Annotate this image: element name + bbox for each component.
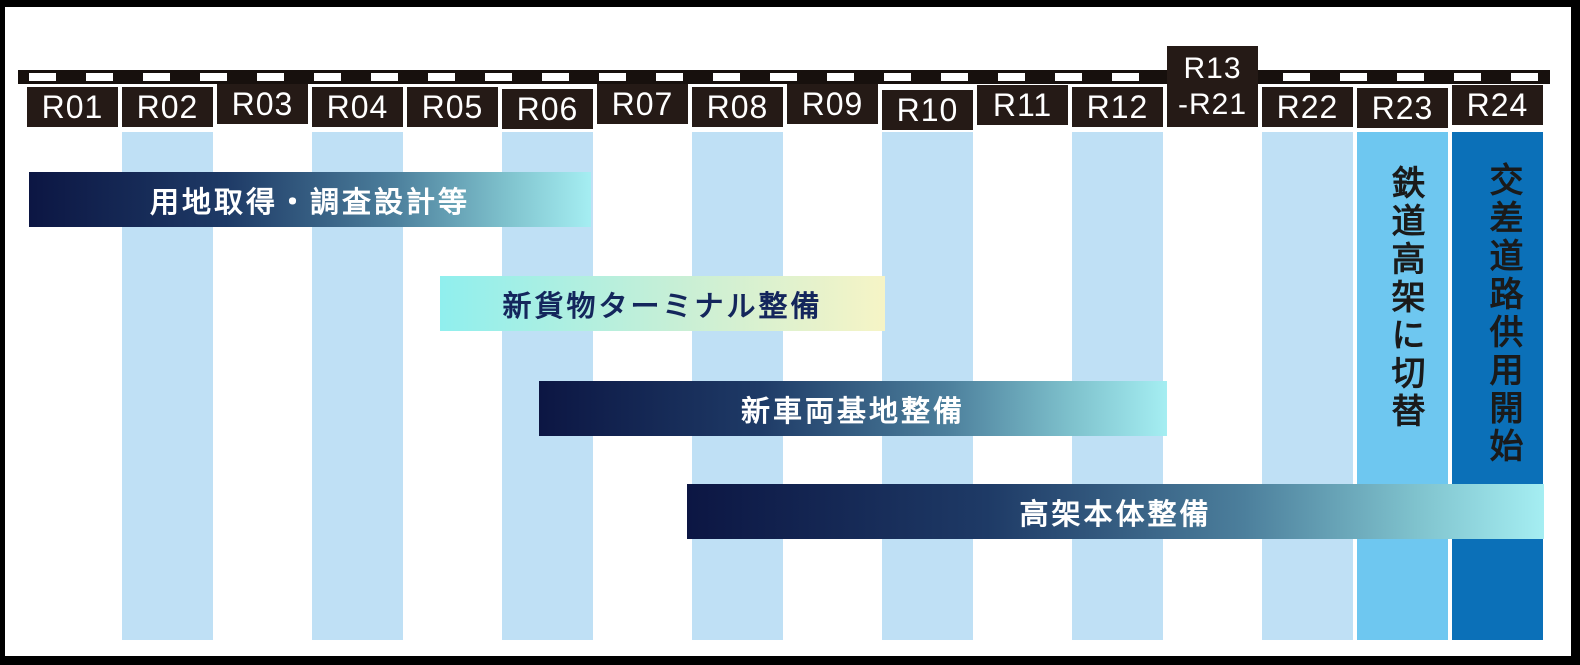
railway-track-icon: [18, 70, 1550, 84]
task-bar-label: 新車両基地整備: [740, 395, 965, 428]
year-label-r04: R04: [312, 87, 403, 127]
frame-border-top: [0, 0, 1580, 7]
milestone-label-road-opening: 交差道路供用開始: [1484, 162, 1522, 466]
frame-border-left: [0, 0, 5, 665]
year-column-stripe-r23: [1357, 132, 1448, 640]
frame-border-bottom: [0, 656, 1580, 665]
year-label-r12: R12: [1072, 87, 1163, 127]
task-bar-label: 新貨物ターミナル整備: [502, 290, 823, 323]
year-label-r10: R10: [882, 90, 973, 130]
year-label-r06: R06: [502, 89, 593, 129]
year-column-stripe-r24: [1452, 132, 1543, 640]
year-label-r22: R22: [1262, 87, 1353, 127]
year-label-r07: R07: [597, 84, 688, 124]
milestone-label-switch-to-elevated: 鉄道高架に切替: [1386, 165, 1424, 431]
year-label-r01: R01: [27, 87, 118, 127]
year-label-r23: R23: [1357, 88, 1448, 128]
year-label-r03: R03: [217, 84, 308, 124]
year-label-r08: R08: [692, 87, 783, 127]
year-label-r13-r21: R13 -R21: [1167, 46, 1258, 127]
year-label-r24: R24: [1452, 85, 1543, 125]
task-bar-label: 高架本体整備: [1019, 498, 1212, 531]
task-bar-land-acquisition: 用地取得・調査設計等: [29, 172, 591, 227]
year-label-r09: R09: [787, 84, 878, 124]
task-bar-viaduct-main: 高架本体整備: [687, 484, 1544, 539]
year-column-stripe-r22: [1262, 132, 1353, 640]
year-label-r02: R02: [122, 87, 213, 127]
year-label-r11: R11: [977, 85, 1068, 125]
task-bar-rolling-stock-depot: 新車両基地整備: [539, 381, 1167, 436]
task-bar-freight-terminal: 新貨物ターミナル整備: [440, 276, 885, 331]
year-label-r05: R05: [407, 87, 498, 127]
frame-border-right: [1571, 0, 1580, 665]
task-bar-label: 用地取得・調査設計等: [149, 186, 470, 219]
